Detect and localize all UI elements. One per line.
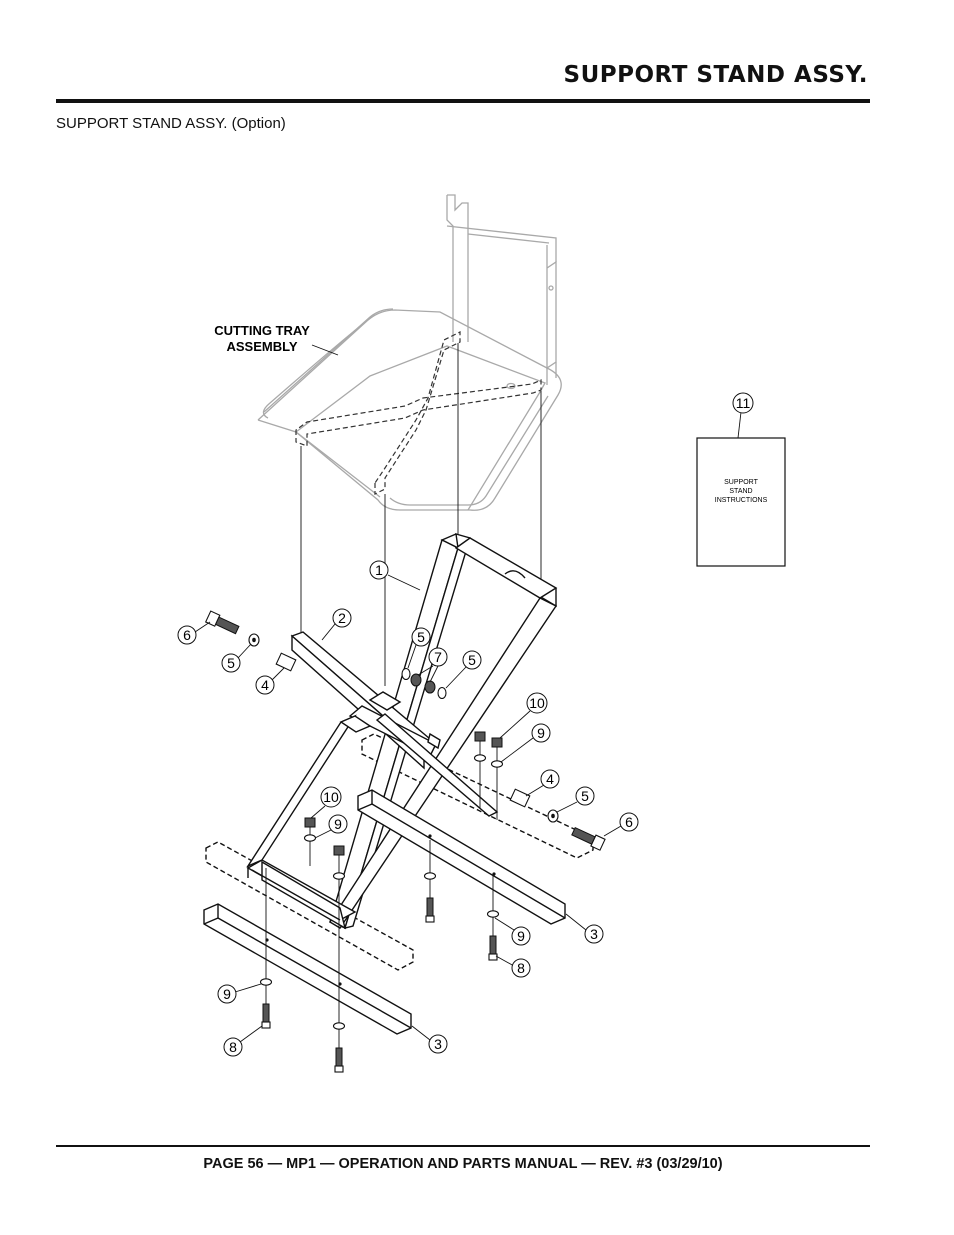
svg-text:2: 2 bbox=[338, 610, 346, 626]
callout-1: 1 bbox=[369, 560, 421, 591]
cutting-tray-drawing bbox=[257, 194, 562, 511]
alignment-lines bbox=[300, 343, 542, 686]
svg-text:9: 9 bbox=[517, 928, 525, 944]
section-subtitle: SUPPORT STAND ASSY. (Option) bbox=[56, 115, 286, 132]
svg-text:4: 4 bbox=[261, 677, 269, 693]
svg-text:3: 3 bbox=[434, 1036, 442, 1052]
svg-text:5: 5 bbox=[581, 788, 589, 804]
svg-text:INSTRUCTIONS: INSTRUCTIONS bbox=[715, 497, 768, 504]
svg-text:11: 11 bbox=[736, 395, 751, 411]
callout-5-right: 5 bbox=[556, 786, 595, 813]
svg-text:9: 9 bbox=[537, 725, 545, 741]
callout-9-left-bottom: 9 bbox=[217, 983, 262, 1004]
callout-9-left-top: 9 bbox=[314, 814, 348, 839]
svg-text:8: 8 bbox=[229, 1039, 237, 1055]
svg-text:6: 6 bbox=[625, 814, 633, 830]
callout-3-left: 3 bbox=[411, 1025, 448, 1054]
callout-8-left: 8 bbox=[223, 1025, 263, 1057]
callout-4-left: 4 bbox=[255, 667, 285, 695]
svg-text:8: 8 bbox=[517, 960, 525, 976]
support-stand-instructions-booklet: SUPPORT STAND INSTRUCTIONS bbox=[696, 437, 786, 567]
callout-3-right: 3 bbox=[565, 913, 604, 944]
callout-7: 7 bbox=[417, 647, 448, 683]
support-stand-frame bbox=[203, 533, 594, 1035]
callout-10-left: 10 bbox=[310, 786, 342, 819]
svg-text:6: 6 bbox=[183, 627, 191, 643]
svg-text:ASSEMBLY: ASSEMBLY bbox=[226, 339, 297, 354]
tray-channels-hidden bbox=[295, 331, 542, 495]
page-footer: PAGE 56 — MP1 — OPERATION AND PARTS MANU… bbox=[203, 1156, 723, 1172]
svg-text:STAND: STAND bbox=[729, 488, 752, 495]
cutting-tray-label: CUTTING TRAY ASSEMBLY bbox=[214, 323, 339, 356]
footer-rule bbox=[56, 1145, 870, 1147]
svg-text:3: 3 bbox=[590, 926, 598, 942]
svg-text:1: 1 bbox=[375, 562, 383, 578]
callout-11: 11 bbox=[732, 392, 754, 439]
callout-9-right-bottom: 9 bbox=[494, 917, 531, 946]
svg-text:4: 4 bbox=[546, 771, 554, 787]
callouts: 1 2 6 5 4 5 7 bbox=[177, 392, 754, 1057]
callout-5-mid: 5 bbox=[407, 627, 431, 669]
svg-text:9: 9 bbox=[334, 816, 342, 832]
page-title: SUPPORT STAND ASSY. bbox=[563, 62, 868, 88]
hardware-parts bbox=[204, 610, 606, 1073]
callout-8-right: 8 bbox=[495, 955, 531, 978]
callout-4-right: 4 bbox=[525, 769, 560, 797]
svg-text:5: 5 bbox=[417, 629, 425, 645]
svg-text:10: 10 bbox=[529, 695, 545, 711]
callout-2: 2 bbox=[321, 608, 352, 641]
svg-text:CUTTING TRAY: CUTTING TRAY bbox=[214, 323, 310, 338]
svg-text:5: 5 bbox=[227, 655, 235, 671]
callout-5-left: 5 bbox=[221, 643, 252, 673]
callout-6-right: 6 bbox=[603, 812, 639, 837]
svg-text:10: 10 bbox=[323, 789, 339, 805]
svg-text:SUPPORT: SUPPORT bbox=[724, 479, 758, 486]
svg-text:7: 7 bbox=[434, 649, 442, 665]
callout-10-right: 10 bbox=[499, 692, 548, 739]
callout-6-left: 6 bbox=[177, 621, 211, 645]
svg-text:5: 5 bbox=[468, 652, 476, 668]
header-rule bbox=[56, 99, 870, 103]
callout-5-mid-right: 5 bbox=[445, 650, 482, 689]
svg-text:9: 9 bbox=[223, 986, 231, 1002]
callout-9-right: 9 bbox=[500, 723, 551, 763]
